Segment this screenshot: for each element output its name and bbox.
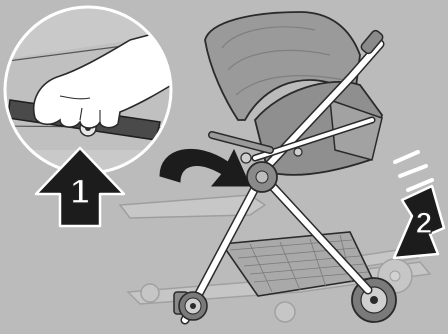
step-1-number: 1 — [71, 173, 90, 211]
step-2-number: 2 — [416, 207, 433, 240]
